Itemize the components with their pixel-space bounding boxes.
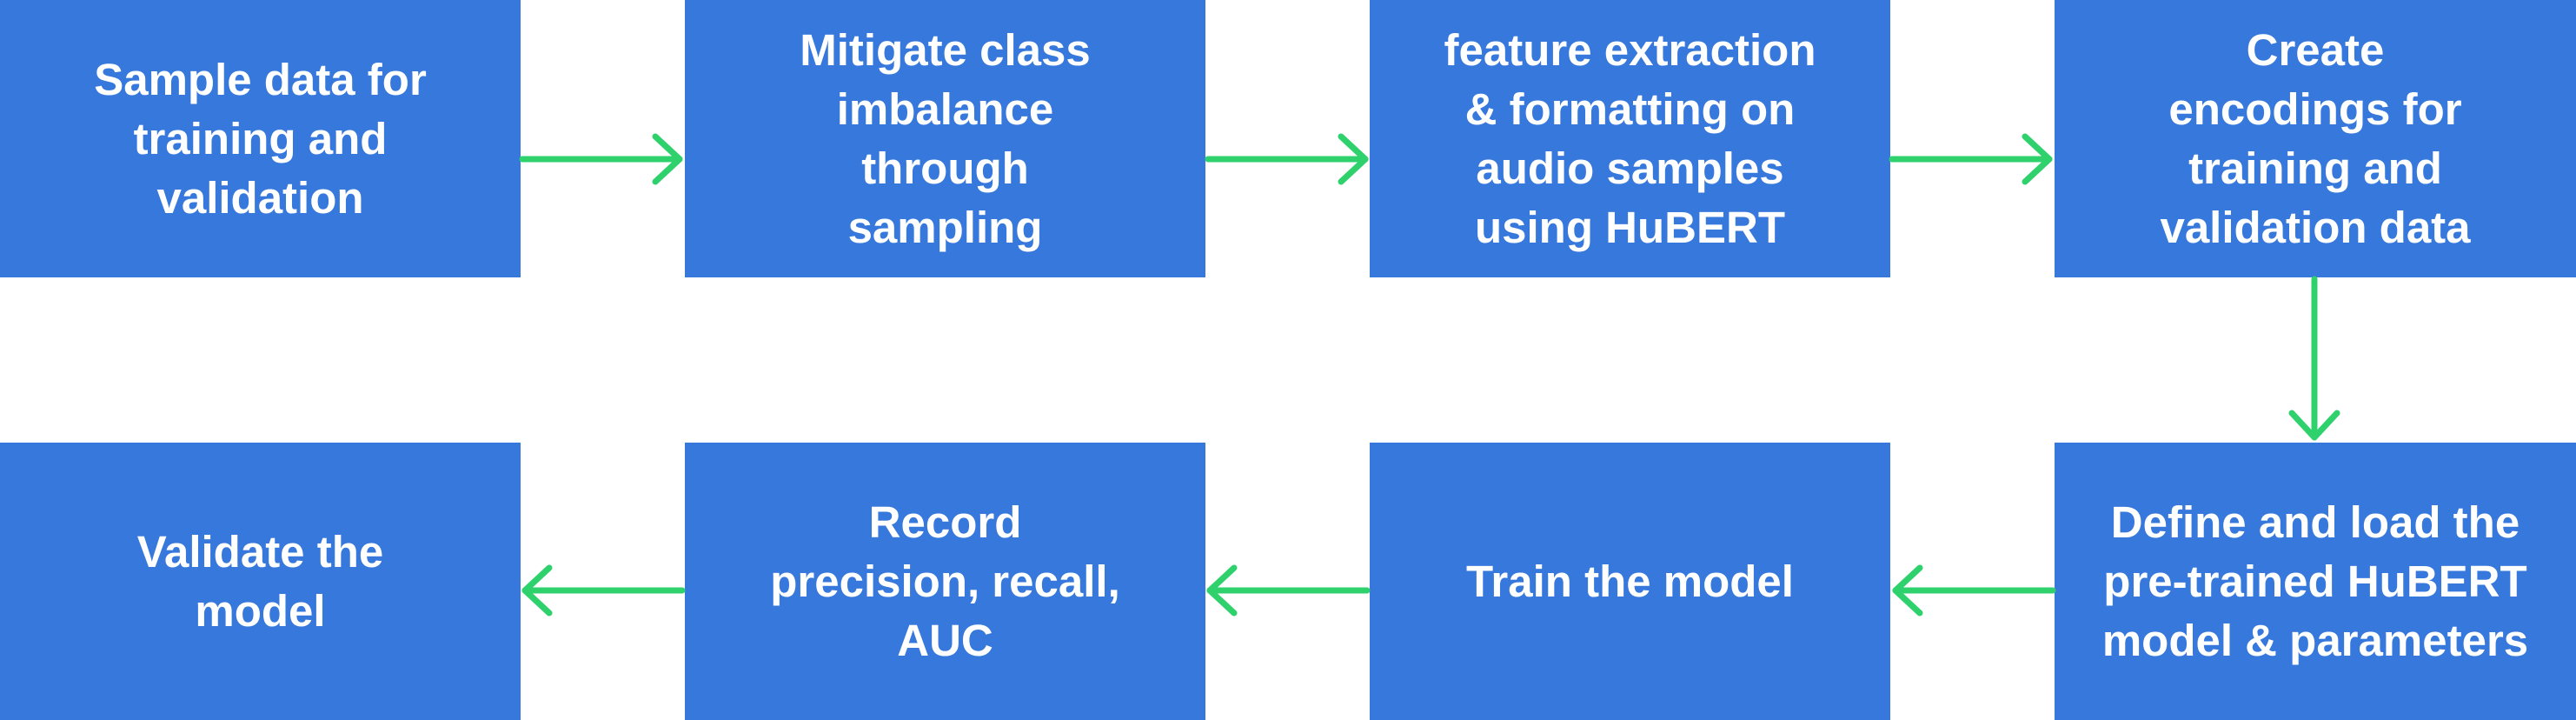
step-mitigate-class-imbalance: Mitigate class imbalance through samplin… (685, 0, 1205, 277)
arrow-step6-to-step7 (1206, 564, 1371, 617)
arrow-step2-to-step3 (1205, 133, 1369, 185)
arrow-step5-to-step6 (1892, 564, 2056, 617)
step-validate-model: Validate the model (0, 443, 521, 720)
step-sample-data: Sample data for training and validation (0, 0, 521, 277)
arrow-step1-to-step2 (519, 133, 683, 185)
step-feature-extraction: feature extraction & formatting on audio… (1370, 0, 1890, 277)
arrow-step3-to-step4 (1889, 133, 2053, 185)
step-record-metrics: Record precision, recall, AUC (685, 443, 1205, 720)
arrow-step7-to-step8 (521, 564, 686, 617)
step-create-encodings: Create encodings for training and valida… (2055, 0, 2576, 277)
arrow-step4-to-step5 (2288, 276, 2340, 441)
step-define-load-model: Define and load the pre-trained HuBERT m… (2055, 443, 2576, 720)
step-train-model: Train the model (1370, 443, 1890, 720)
